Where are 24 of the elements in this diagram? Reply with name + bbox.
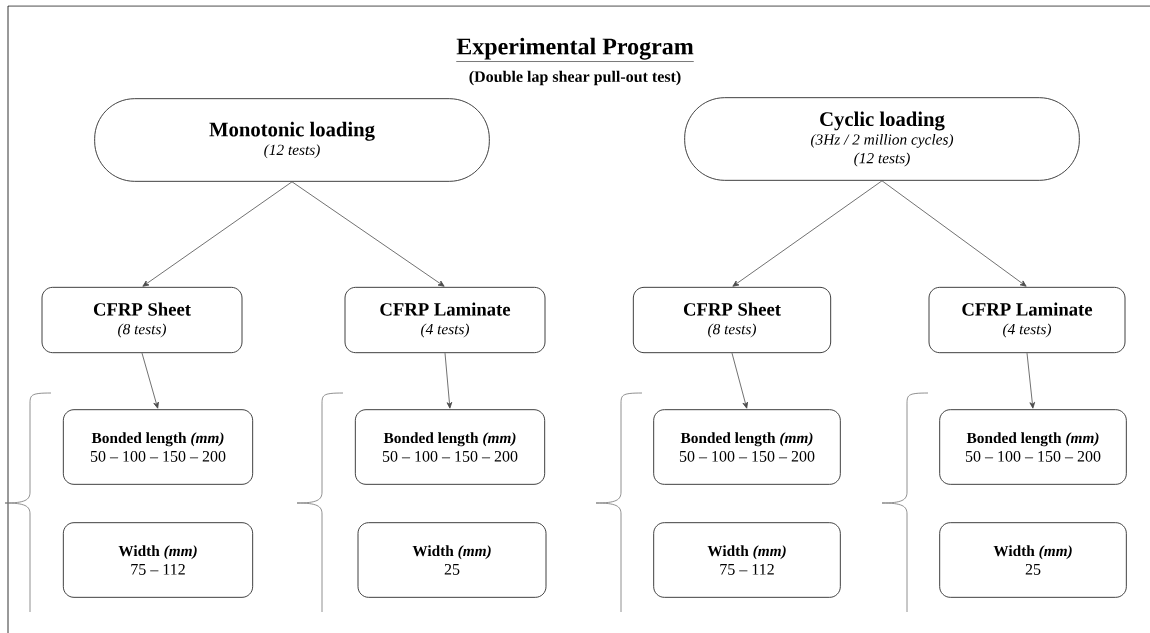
material-box: CFRP Sheet (8 tests) xyxy=(41,286,243,354)
loading-type-box: Monotonic loading (12 tests) xyxy=(94,98,490,182)
arrow xyxy=(732,180,883,287)
parameter-box: Bonded length (mm) 50 – 100 – 150 – 200 xyxy=(354,409,546,485)
parameter-box: Bonded length (mm) 50 – 100 – 150 – 200 xyxy=(653,409,841,485)
arrow xyxy=(731,352,748,409)
arrow xyxy=(444,352,453,409)
parameter-box: Width (mm) 25 xyxy=(357,522,547,598)
parameter-box: Width (mm) 75 – 112 xyxy=(62,522,254,598)
arrow xyxy=(881,180,1027,287)
arrow xyxy=(291,181,445,287)
parameter-box: Bonded length (mm) 50 – 100 – 150 – 200 xyxy=(939,409,1127,485)
arrow xyxy=(142,181,293,287)
material-box: CFRP Laminate (4 tests) xyxy=(344,286,546,354)
material-box: CFRP Laminate (4 tests) xyxy=(928,286,1126,354)
title: Experimental Program xyxy=(456,37,695,62)
parameter-box: Width (mm) 25 xyxy=(939,522,1127,598)
parameter-box: Bonded length (mm) 50 – 100 – 150 – 200 xyxy=(62,409,254,485)
subtitle: (Double lap shear pull-out test) xyxy=(469,70,681,86)
arrow xyxy=(1026,352,1036,409)
parameter-box: Width (mm) 75 – 112 xyxy=(653,522,841,598)
arrow xyxy=(141,352,159,409)
loading-type-box: Cyclic loading (3Hz / 2 million cycles) (12 tests) xyxy=(684,97,1080,181)
material-box: CFRP Sheet (8 tests) xyxy=(632,286,832,354)
